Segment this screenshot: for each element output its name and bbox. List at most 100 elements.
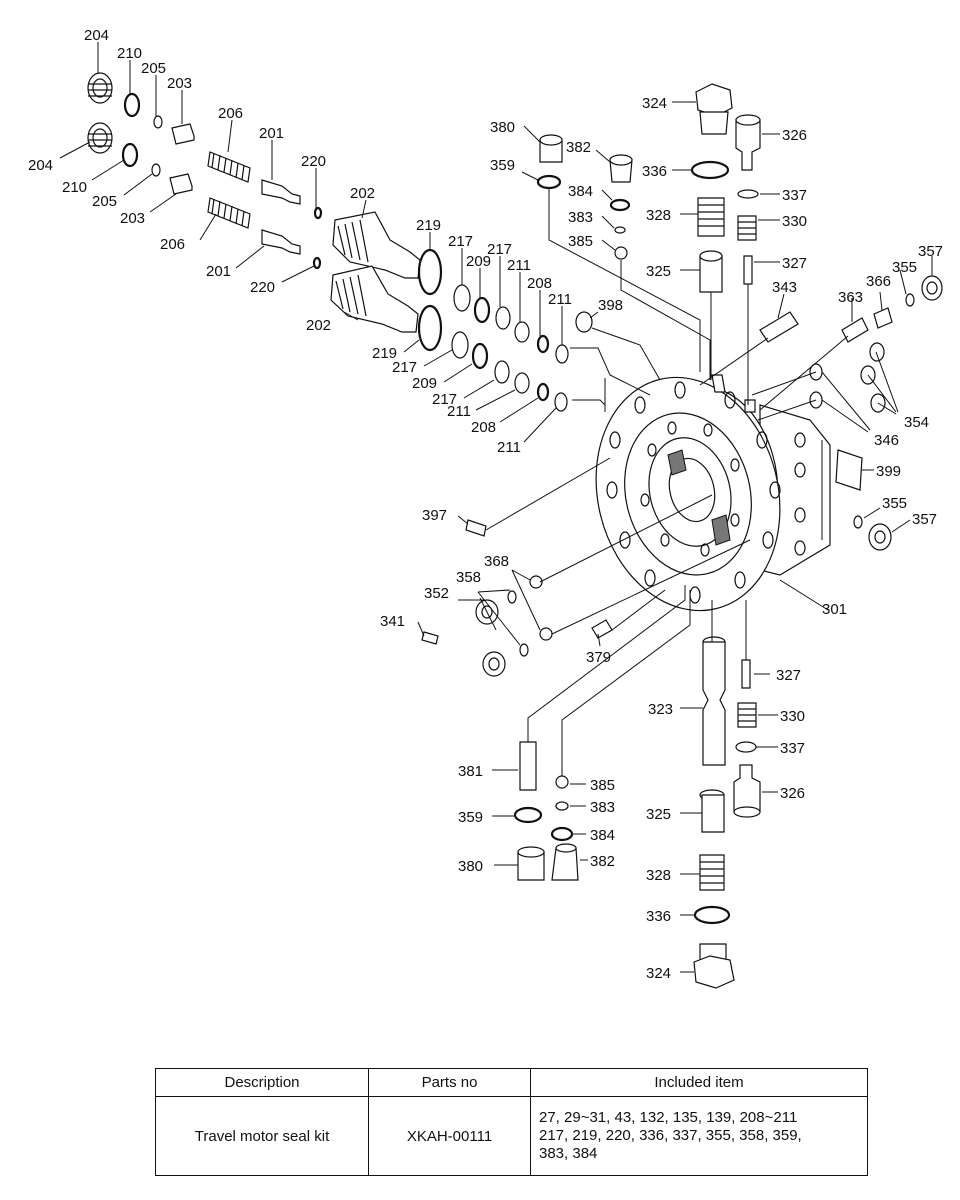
pin-341	[421, 631, 439, 645]
spring-330-lower	[737, 702, 757, 728]
callout-211a: 211	[507, 257, 531, 274]
callout-327b: 327	[776, 667, 801, 684]
callout-217b: 217	[487, 241, 512, 258]
o-ring-355-upper	[905, 293, 915, 307]
relief-valve-202-lower	[330, 265, 419, 333]
backup-ring-217-c	[451, 331, 469, 359]
ball-368-b	[539, 627, 553, 641]
ring-211-c	[514, 372, 530, 394]
relief-valve-202-upper	[332, 211, 421, 279]
o-ring-383-lower	[555, 801, 569, 811]
assembly-guide-lines	[485, 188, 849, 776]
callout-217d: 217	[432, 391, 457, 408]
plug-324-upper	[695, 83, 733, 135]
relief-plug-204-lower	[87, 122, 113, 154]
header-parts-no: Parts no	[368, 1068, 531, 1097]
callout-219b: 219	[372, 345, 397, 362]
callout-211d: 211	[497, 439, 521, 456]
callout-359a: 359	[490, 157, 515, 174]
included-line-2: 217, 219, 220, 336, 337, 355, 358, 359,	[539, 1127, 802, 1144]
callout-206b: 206	[160, 236, 185, 253]
callout-210a: 210	[117, 45, 142, 62]
pin-397	[465, 519, 487, 537]
callout-208b: 208	[471, 419, 496, 436]
callout-210b: 210	[62, 179, 87, 196]
callout-359b: 359	[458, 809, 483, 826]
callout-202a: 202	[350, 185, 375, 202]
callout-328a: 328	[646, 207, 671, 224]
table-header-row: Description Parts no Included item	[155, 1068, 868, 1097]
callout-385a: 385	[568, 233, 593, 250]
backup-ring-217-a	[453, 284, 471, 312]
callout-368: 368	[484, 553, 509, 570]
callout-325a: 325	[646, 263, 671, 280]
callout-363: 363	[838, 289, 863, 306]
pin-327-lower	[741, 659, 751, 689]
o-ring-358-a	[507, 590, 517, 604]
o-ring-208-lower	[536, 382, 550, 402]
callout-383b: 383	[590, 799, 615, 816]
backup-ring-205-upper	[153, 115, 163, 129]
poppet-201-upper	[261, 179, 301, 205]
callout-385b: 385	[590, 777, 615, 794]
ring-211-d	[554, 392, 568, 412]
filter-366	[873, 307, 893, 329]
ring-211-b	[555, 344, 569, 364]
included-line-1: 27, 29~31, 43, 132, 135, 139, 208~211	[539, 1109, 798, 1126]
callout-328b: 328	[646, 867, 671, 884]
callout-397: 397	[422, 507, 447, 524]
callout-202b: 202	[306, 317, 331, 334]
spring-206-lower	[207, 197, 251, 229]
callout-204b: 204	[28, 157, 53, 174]
ball-385-lower	[555, 775, 569, 789]
callout-209a: 209	[466, 253, 491, 270]
callout-355b: 355	[882, 495, 907, 512]
spring-328-upper	[697, 197, 725, 237]
callout-325b: 325	[646, 806, 671, 823]
ball-385-upper	[614, 246, 628, 260]
cell-parts-no: XKAH-00111	[368, 1096, 531, 1176]
seal-kit-table: Description Parts no Included item Trave…	[155, 1068, 868, 1176]
callout-384b: 384	[590, 827, 615, 844]
plug-382-lower	[551, 843, 579, 881]
motor-casing-301	[595, 374, 831, 612]
relief-plug-204-upper	[87, 72, 113, 104]
callout-336a: 336	[642, 163, 667, 180]
callout-380a: 380	[490, 119, 515, 136]
callout-336b: 336	[646, 908, 671, 925]
callout-330b: 330	[780, 708, 805, 725]
callout-355a: 355	[892, 259, 917, 276]
spool-cap-325-upper	[699, 250, 723, 293]
callout-357b: 357	[912, 511, 937, 528]
callout-380b: 380	[458, 858, 483, 875]
spool-323	[702, 636, 726, 766]
plug-326-lower	[733, 764, 761, 818]
callout-201b: 201	[206, 263, 231, 280]
callout-323: 323	[648, 701, 673, 718]
callout-217c: 217	[392, 359, 417, 376]
callout-205a: 205	[141, 60, 166, 77]
callout-354: 354	[904, 414, 929, 431]
callout-337b: 337	[780, 740, 805, 757]
callout-358: 358	[456, 569, 481, 586]
poppet-201-lower	[261, 229, 301, 255]
plug-357-upper	[921, 275, 943, 301]
plug-324-lower	[693, 943, 735, 989]
spring-330-upper	[737, 215, 757, 241]
plug-380-upper	[539, 134, 563, 163]
backup-ring-217-d	[494, 360, 510, 384]
callout-383a: 383	[568, 209, 593, 226]
plug-379	[591, 619, 613, 639]
piston-203-upper	[171, 123, 195, 145]
plug-380-lower	[517, 846, 545, 881]
included-line-3: 383, 384	[539, 1145, 598, 1162]
callout-208a: 208	[527, 275, 552, 292]
callout-220a: 220	[301, 153, 326, 170]
o-ring-209-lower	[471, 342, 489, 370]
cell-included-items: 27, 29~31, 43, 132, 135, 139, 208~211 21…	[530, 1096, 868, 1176]
plug-352-b	[482, 651, 506, 677]
callout-357a: 357	[918, 243, 943, 260]
callout-343: 343	[772, 279, 797, 296]
o-ring-384-upper	[609, 198, 631, 212]
